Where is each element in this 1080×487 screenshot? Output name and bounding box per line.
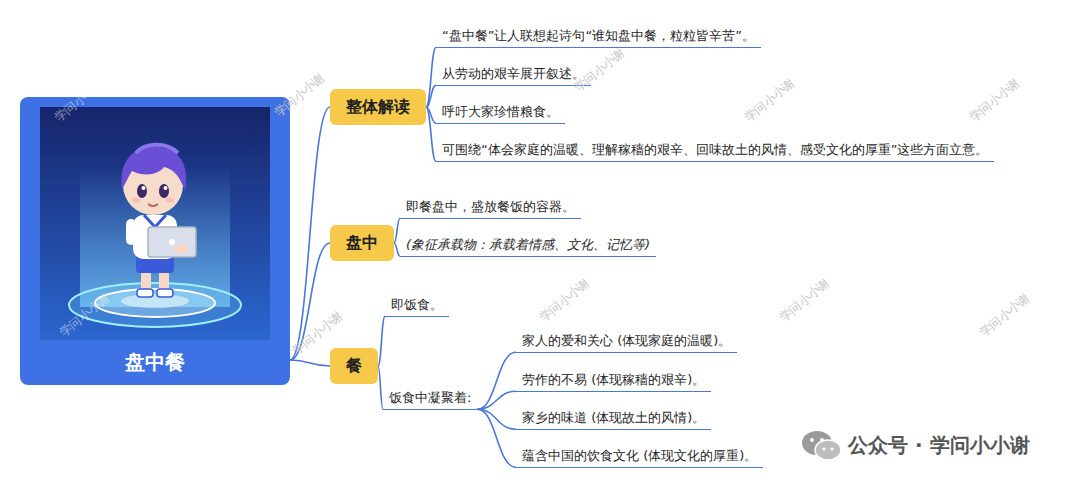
- watermark: 学问小小谢: [967, 74, 1024, 126]
- topic-text: 整体解读: [346, 96, 410, 118]
- branch-connector: [477, 391, 516, 409]
- central-topic: 盘中餐: [20, 97, 290, 385]
- topic-text: 饭食中凝聚着:: [389, 389, 471, 406]
- topic-text: “盘中餐”让人联想起诗句“谁知盘中餐，粒粒皆辛苦”。: [442, 27, 755, 44]
- branch-connector: [290, 360, 330, 366]
- branch-connector: [378, 316, 385, 366]
- leaf-topic: 家人的爱和关心 (体现家庭的温暖)。: [516, 329, 737, 353]
- topic-text: 即餐盘中，盛放餐饭的容器。: [406, 198, 575, 215]
- topic-text: 家乡的味道 (体现故土的风情)。: [522, 409, 705, 426]
- leaf-topic: 从劳动的艰辛展开叙述。: [436, 62, 591, 86]
- branch-connector: [426, 107, 436, 161]
- branch-connector: [477, 352, 516, 409]
- watermark: 学问小小谢: [742, 74, 799, 126]
- leaf-topic: 家乡的味道 (体现故土的风情)。: [516, 406, 711, 430]
- leaf-topic: 蕴含中国的饮食文化 (体现文化的厚重)。: [516, 444, 763, 468]
- topic-text: (象征承载物：承载着情感、文化、记忆等): [406, 236, 650, 253]
- leaf-topic: 可围绕“体会家庭的温暖、理解稼穑的艰辛、回味故土的风情、感受文化的厚重”这些方面…: [436, 138, 994, 162]
- watermark: 学问小小谢: [272, 69, 329, 121]
- topic-text: 可围绕“体会家庭的温暖、理解稼穑的艰辛、回味故土的风情、感受文化的厚重”这些方面…: [442, 141, 988, 158]
- branch-connector: [477, 409, 516, 467]
- topic-text: 从劳动的艰辛展开叙述。: [442, 65, 585, 82]
- account-name: 公众号 · 学问小小谢: [848, 432, 1030, 459]
- topic-text: 劳作的不易 (体现稼穑的艰辛)。: [522, 371, 705, 388]
- leaf-topic: 呼吁大家珍惜粮食。: [436, 100, 565, 124]
- leaf-topic: 即饭食。: [385, 293, 449, 317]
- branch-topic: 整体解读: [330, 89, 426, 125]
- watermark: 学问小小谢: [977, 289, 1034, 341]
- branch-topic: 盘中: [330, 225, 394, 261]
- wechat-icon: [800, 428, 844, 464]
- boy-illustration: [40, 107, 270, 340]
- leaf-topic: (象征承载物：承载着情感、文化、记忆等): [400, 233, 656, 257]
- topic-text: 呼吁大家珍惜粮食。: [442, 103, 559, 120]
- topic-text: 餐: [346, 355, 362, 377]
- leaf-topic: 劳作的不易 (体现稼穑的艰辛)。: [516, 368, 711, 392]
- central-title: 盘中餐: [125, 349, 185, 375]
- watermark: 学问小小谢: [537, 274, 594, 326]
- topic-text: 蕴含中国的饮食文化 (体现文化的厚重)。: [522, 447, 757, 464]
- branch-connector: [426, 85, 436, 107]
- branch-connector: [426, 47, 436, 107]
- watermark: 学问小小谢: [777, 274, 834, 326]
- leaf-topic: 饭食中凝聚着:: [383, 386, 477, 410]
- leaf-topic: 即餐盘中，盛放餐饭的容器。: [400, 195, 581, 219]
- leaf-topic: “盘中餐”让人联想起诗句“谁知盘中餐，粒粒皆辛苦”。: [436, 24, 761, 48]
- branch-topic: 餐: [330, 348, 378, 384]
- topic-text: 家人的爱和关心 (体现家庭的温暖)。: [522, 332, 731, 349]
- topic-text: 即饭食。: [391, 296, 443, 313]
- topic-text: 盘中: [346, 232, 378, 254]
